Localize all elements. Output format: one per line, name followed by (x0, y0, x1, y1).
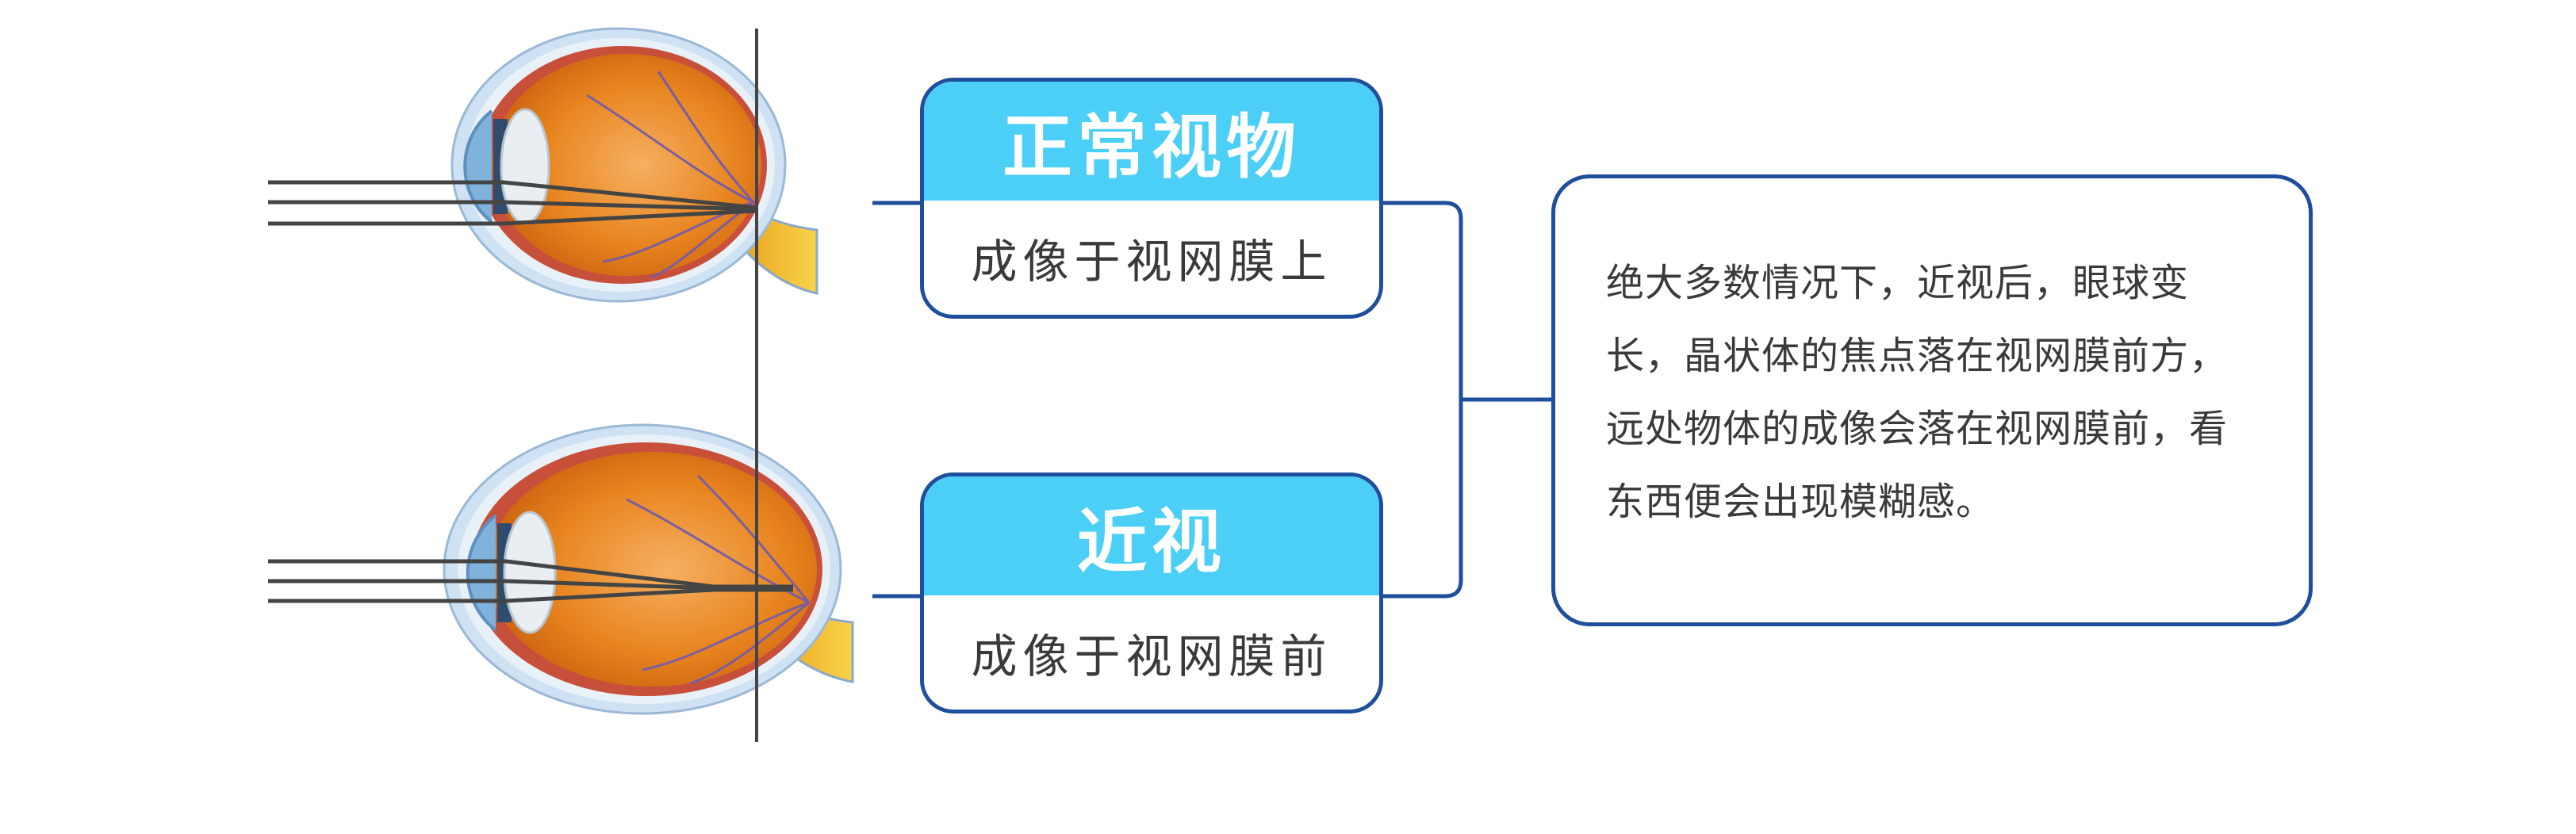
myopia-description-text: 绝大多数情况下，近视后，眼球变长，晶状体的焦点落在视网膜前方，远处物体的成像会落… (1606, 261, 2229, 524)
myopia-title: 近视 (924, 476, 1379, 595)
myopia-card: 近视 成像于视网膜前 (920, 472, 1383, 713)
myopia-subtitle: 成像于视网膜前 (971, 629, 1332, 683)
myopic-eye-illustration (268, 423, 854, 715)
normal-vision-title: 正常视物 (924, 82, 1379, 201)
connector-lines (872, 201, 1551, 599)
myopia-description-box: 绝大多数情况下，近视后，眼球变长，晶状体的焦点落在视网膜前方，远处物体的成像会落… (1551, 174, 2313, 626)
normal-vision-card: 正常视物 成像于视网膜上 (920, 78, 1383, 319)
normal-eye-illustration (268, 27, 818, 303)
normal-vision-subtitle: 成像于视网膜上 (971, 235, 1332, 289)
